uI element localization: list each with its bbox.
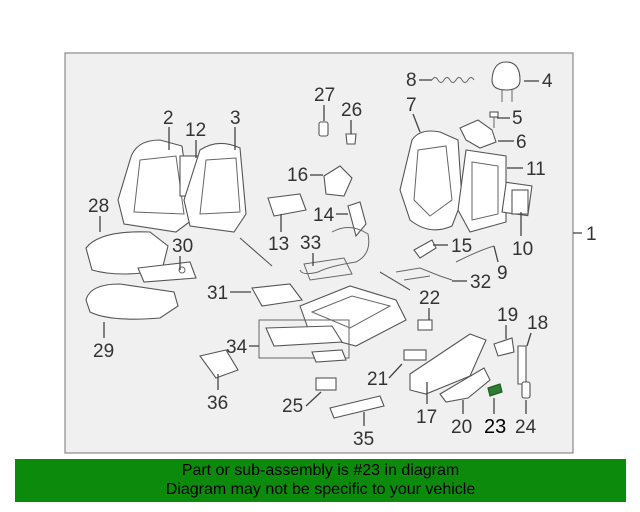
callout-label-1: 1 [586,224,597,245]
seatback-cushion-part [183,142,247,233]
banner-line-2: Diagram may not be specific to your vehi… [165,481,476,498]
mount-bracket-part [315,377,337,391]
info-banner: Part or sub-assembly is #23 in diagram D… [15,459,626,502]
callout-label-14: 14 [313,205,335,226]
spring-part [431,77,475,83]
rail-cover-part [329,395,385,419]
callout-label-29: 29 [93,341,114,362]
callout-label-6: 6 [516,132,527,153]
callout-label-31: 31 [207,283,228,304]
callout-label-15: 15 [451,236,472,257]
callout-label-35: 35 [353,429,374,450]
callout-label-30: 30 [172,236,193,257]
callout-label-4: 4 [542,71,553,92]
leader-line-25 [305,391,322,407]
callout-label-10: 10 [512,239,533,260]
headrest-part [491,61,521,102]
trim-panel-part [323,165,353,197]
frame-bracket-part [265,325,343,347]
callout-label-25: 25 [282,396,303,417]
banner-line-1: Part or sub-assembly is #23 in diagram [181,462,460,479]
seatback-pad-part [457,149,507,233]
callout-label-32: 32 [470,272,491,293]
retainer-part [345,133,357,145]
leader-line-9 [493,245,499,263]
seatback-cover-part [117,139,193,233]
callout-label-34: 34 [226,337,248,358]
adjuster-group-box [258,319,350,359]
seatback-frame-part [399,130,463,231]
callout-label-28: 28 [88,196,109,217]
callout-label-8: 8 [406,70,417,91]
part-23-highlight [487,383,503,397]
lever-rod-part [239,237,273,267]
callout-label-9: 9 [497,263,508,284]
inner-bracket-part [199,349,239,379]
buckle-part [347,201,367,238]
callout-label-3: 3 [230,108,241,129]
wiring-part [395,267,453,281]
callout-label-16: 16 [287,165,308,186]
headrest-guide-part [459,119,497,149]
connector-part [417,319,433,331]
bolt-part [489,111,499,128]
callout-label-11: 11 [526,159,546,180]
callout-label-26: 26 [341,100,362,121]
callout-label-33: 33 [300,233,321,254]
seat-cushion-cover-part [85,231,169,275]
trim-strip-part [517,345,527,385]
cap-part [521,381,531,399]
callout-label-7: 7 [406,95,417,116]
callout-label-23: 23 [484,416,506,438]
callout-label-17: 17 [416,407,437,428]
leader-line-18 [526,332,532,347]
callout-label-22: 22 [419,288,440,309]
callout-label-13: 13 [268,234,289,255]
clip-part [318,121,329,137]
callout-label-20: 20 [451,417,472,438]
harness-part [299,227,370,275]
leader-line-7 [412,113,421,133]
harness-connector-part [413,239,437,259]
seat-cushion-pad-part [85,283,179,320]
callout-label-12: 12 [185,120,206,141]
callout-label-5: 5 [512,108,523,129]
callout-label-18: 18 [527,313,548,334]
motor-bracket-part [267,193,307,217]
leader-line-21 [388,363,403,379]
outer-shield-part [439,367,491,403]
track-part [251,283,303,307]
callout-label-2: 2 [163,108,174,129]
callout-label-24: 24 [515,417,537,438]
callout-label-21: 21 [367,369,388,390]
callout-label-19: 19 [497,305,518,326]
callout-label-36: 36 [207,393,228,414]
switch-part [403,349,427,361]
callout-label-27: 27 [314,85,335,106]
knob-part [493,337,515,357]
